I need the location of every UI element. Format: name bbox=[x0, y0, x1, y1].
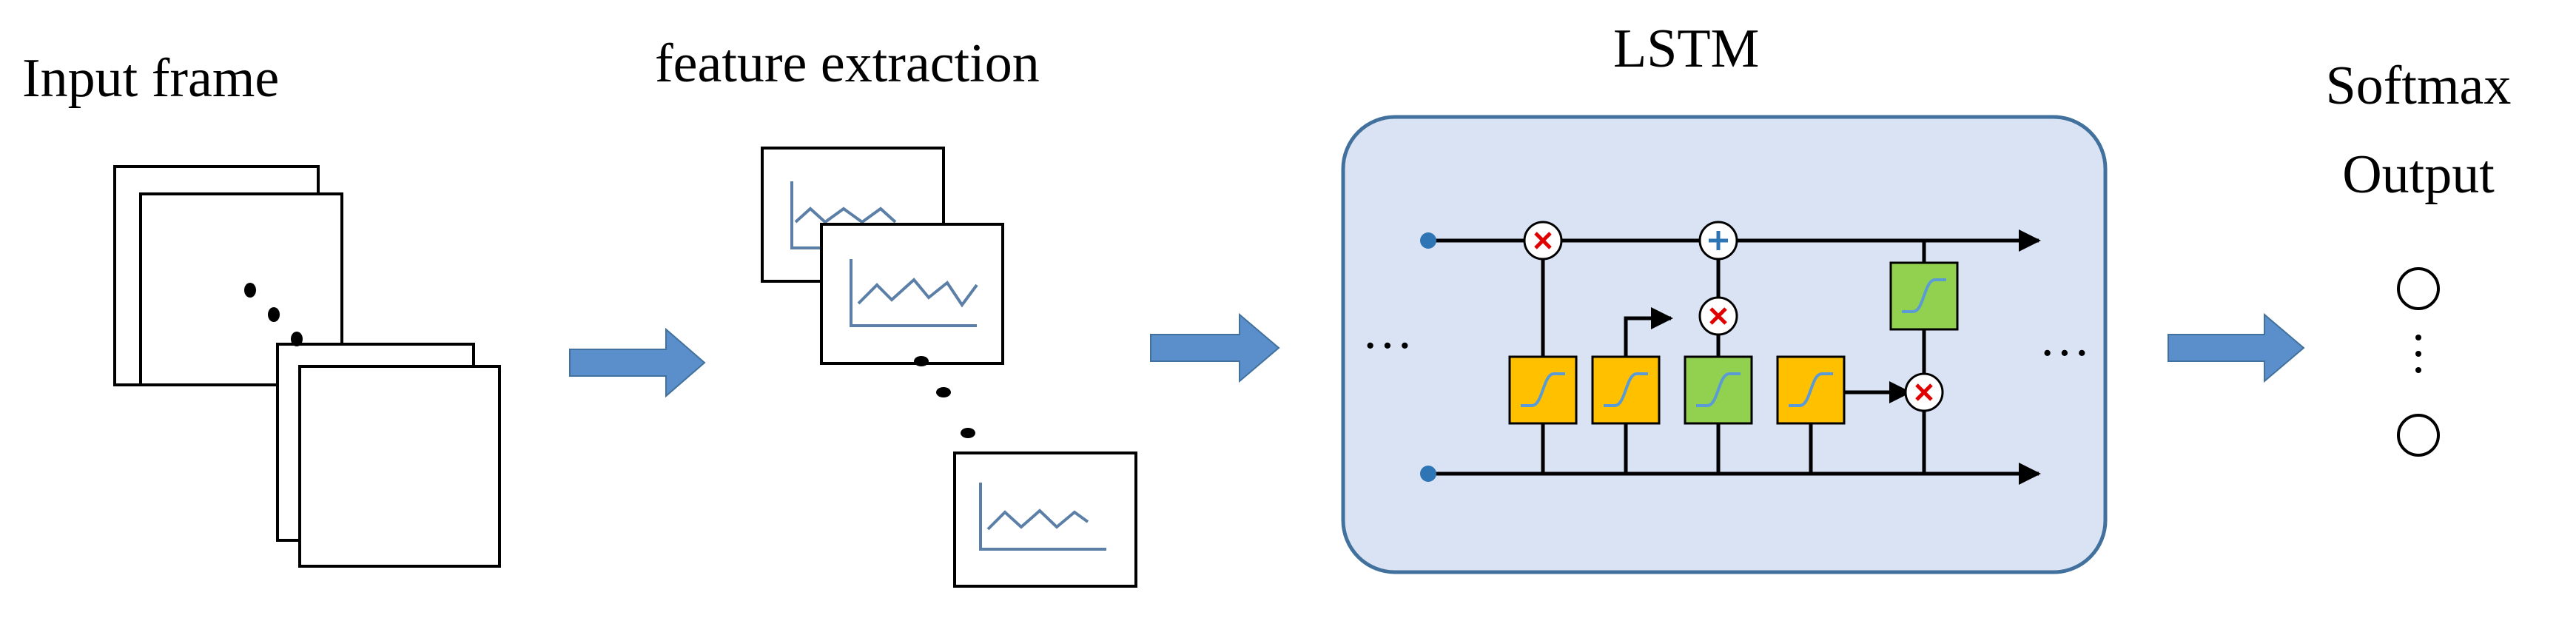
output-node-2 bbox=[2397, 414, 2440, 457]
flow-arrow-1 bbox=[569, 327, 706, 398]
feature-extraction-label: feature extraction bbox=[655, 33, 1040, 94]
flow-arrow-3 bbox=[2168, 312, 2305, 383]
input-frames bbox=[113, 165, 501, 568]
input-gate bbox=[1591, 355, 1661, 425]
sigmoid-curve-icon bbox=[1604, 372, 1648, 407]
lstm-left-ellipsis: ··· bbox=[1362, 318, 1413, 375]
plus-icon bbox=[1709, 231, 1728, 250]
output-gate bbox=[1776, 355, 1846, 425]
sigmoid-curve-icon bbox=[1789, 372, 1833, 407]
hidden-state-input-node bbox=[1420, 466, 1436, 482]
frame-4 bbox=[298, 365, 501, 568]
feature-chart-2 bbox=[820, 223, 1004, 365]
feature-chart-3 bbox=[953, 452, 1137, 588]
multiply-icon bbox=[1709, 307, 1727, 325]
input-frame-label: Input frame bbox=[22, 48, 279, 109]
lstm-right-ellipsis: ··· bbox=[2039, 325, 2091, 382]
flow-arrow-2 bbox=[1150, 312, 1280, 383]
sigmoid-curve-icon bbox=[1696, 372, 1741, 407]
multiply-icon bbox=[1534, 232, 1552, 249]
gate-boxes bbox=[1508, 261, 1959, 425]
output-ellipsis-dots bbox=[2415, 335, 2421, 373]
operator-output-multiply bbox=[1904, 372, 1944, 412]
frames-ellipsis-dots bbox=[244, 283, 303, 346]
softmax-label: Softmax bbox=[2326, 56, 2512, 116]
charts-ellipsis-dots bbox=[914, 356, 975, 438]
operator-input-multiply bbox=[1698, 296, 1738, 336]
forget-gate bbox=[1508, 355, 1578, 425]
output-label: Output bbox=[2342, 144, 2495, 205]
lstm-cell: ··· ··· bbox=[1341, 115, 2108, 574]
operator-cell-add bbox=[1698, 221, 1738, 261]
cell-tanh-gate bbox=[1889, 261, 1959, 331]
operator-forget-multiply bbox=[1523, 221, 1563, 261]
multiply-icon bbox=[1915, 383, 1933, 401]
candidate-gate bbox=[1684, 355, 1753, 425]
sigmoid-curve-icon bbox=[1521, 372, 1565, 407]
softmax-output-nodes bbox=[2397, 267, 2440, 457]
output-node-1 bbox=[2397, 267, 2440, 310]
lstm-label: LSTM bbox=[1613, 19, 1759, 79]
sigmoid-curve-icon bbox=[1902, 278, 1946, 313]
cell-state-input-node bbox=[1420, 232, 1436, 249]
